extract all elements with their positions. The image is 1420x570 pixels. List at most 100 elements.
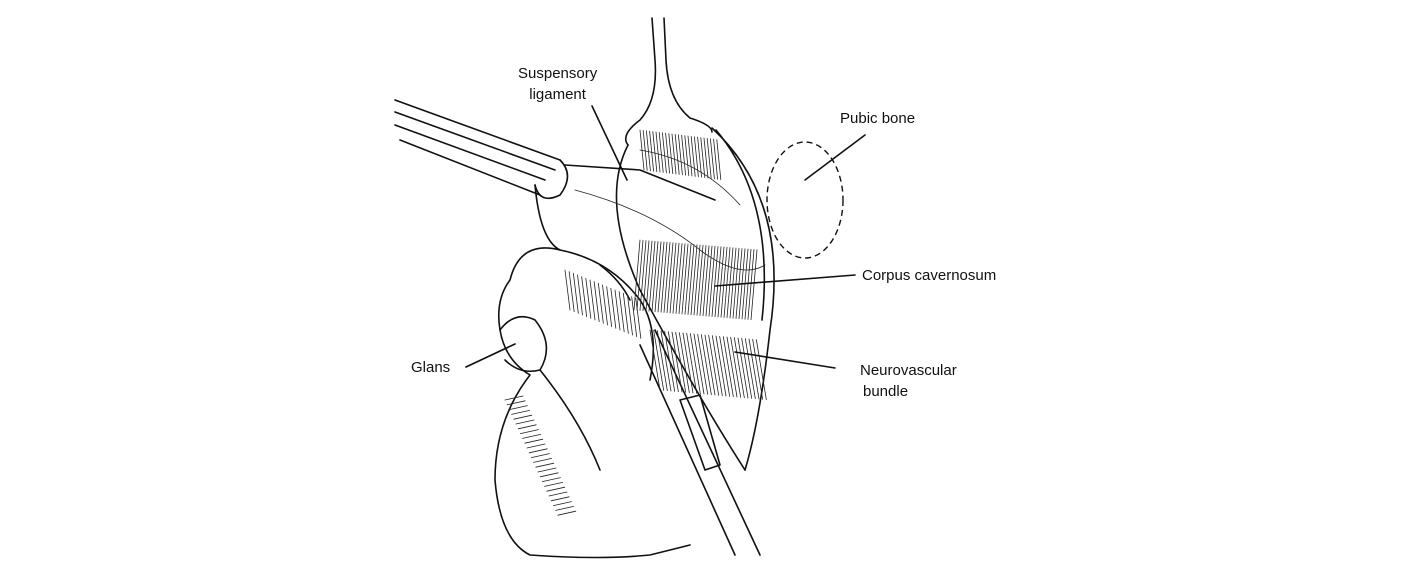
hatch-stroke	[729, 247, 737, 319]
hatch-stroke	[520, 429, 539, 435]
hatch-stroke	[642, 129, 648, 171]
hatch-stroke	[660, 330, 672, 392]
hatch-stroke	[656, 330, 668, 392]
hatch-stroke	[708, 245, 716, 317]
hatch-stroke	[589, 279, 596, 321]
hatch-stroke	[511, 409, 530, 415]
surgical-field	[574, 127, 775, 471]
hatch-stroke	[690, 244, 698, 316]
hatch-stroke	[705, 245, 713, 317]
hatch-stroke	[693, 333, 705, 395]
pubic-bone-outline	[766, 141, 844, 259]
hatch-stroke	[515, 419, 535, 425]
hatch-stroke	[726, 336, 738, 398]
hatch-stroke	[704, 334, 716, 396]
hatch-stroke	[581, 276, 588, 318]
hatch-stroke	[722, 336, 734, 398]
hatch-stroke	[687, 135, 693, 177]
hatch-stroke	[733, 337, 745, 399]
label-suspensory-ligament: Suspensory ligament	[518, 63, 597, 105]
hatch-stroke	[585, 277, 592, 319]
label-line: ligament	[529, 86, 586, 103]
hatch-stroke	[633, 239, 641, 311]
label-line: Suspensory	[518, 65, 598, 82]
hatch-stroke	[663, 242, 671, 313]
hatch-stroke	[699, 245, 707, 316]
hatch-stroke	[652, 131, 658, 173]
hatch-stroke	[747, 249, 755, 320]
hatch-stroke	[671, 133, 677, 175]
hatch-stroke	[684, 135, 690, 177]
hatch-stroke	[504, 395, 524, 401]
hatch-stroke	[553, 501, 572, 507]
hatch-stroke	[706, 137, 712, 179]
hatch-stroke	[658, 131, 664, 173]
label-line: Neurovascular	[860, 362, 957, 379]
hatch-stroke	[533, 457, 552, 463]
hatch-stroke	[720, 246, 728, 318]
hatch-stroke	[639, 129, 645, 171]
hatch-stroke	[713, 138, 718, 180]
hatch-stroke	[642, 240, 650, 312]
hatching	[504, 129, 767, 516]
hatch-stroke	[665, 132, 670, 174]
hatch-stroke	[694, 136, 699, 178]
hatch-stroke	[666, 242, 674, 314]
hatch-stroke	[506, 400, 526, 406]
hatch-stroke	[669, 242, 677, 314]
hatch-stroke	[668, 133, 674, 175]
hatch-stroke	[748, 338, 760, 400]
hatch-stroke	[687, 244, 695, 315]
hatch-stroke	[719, 335, 731, 397]
hatch-stroke	[714, 246, 722, 318]
hatch-stroke	[657, 241, 665, 313]
hatch-stroke	[660, 241, 668, 313]
hatch-stroke	[653, 329, 665, 391]
label-neurovascular-bundle: Neurovascular bundle	[860, 360, 957, 402]
hatch-stroke	[678, 243, 686, 315]
hatch-stroke	[664, 330, 676, 392]
hatch-stroke	[752, 338, 764, 400]
hatch-stroke	[675, 243, 683, 314]
hatch-stroke	[618, 291, 625, 333]
hatch-stroke	[524, 438, 544, 444]
hatch-stroke	[526, 443, 546, 449]
hatch-stroke	[732, 247, 740, 319]
hatch-stroke	[597, 282, 604, 324]
hatch-stroke	[614, 289, 621, 331]
hatch-stroke	[697, 333, 709, 395]
hatch-stroke	[697, 136, 702, 178]
label-corpus-cavernosum: Corpus cavernosum	[862, 267, 997, 284]
hatch-stroke	[593, 281, 600, 323]
hatch-stroke	[702, 245, 710, 317]
hatch-stroke	[682, 332, 694, 394]
hatch-stroke	[726, 247, 734, 319]
hatch-stroke	[671, 331, 683, 393]
hatch-stroke	[690, 135, 696, 177]
hatch-stroke	[535, 462, 555, 468]
hatch-stroke	[513, 414, 533, 420]
hatch-stroke	[517, 424, 537, 430]
hatch-stroke	[568, 271, 575, 313]
hatch-stroke	[646, 130, 651, 172]
hatch-stroke	[627, 294, 633, 336]
hatch-stroke	[555, 505, 574, 511]
hatch-stroke	[631, 296, 638, 338]
retractor	[624, 17, 713, 146]
hatch-stroke	[528, 448, 548, 454]
hatch-stroke	[681, 134, 686, 176]
hatch-stroke	[508, 405, 528, 411]
hatch-stroke	[651, 241, 659, 312]
hatch-stroke	[610, 287, 617, 329]
hand-and-penis	[494, 184, 691, 559]
hatch-stroke	[577, 274, 583, 316]
hatch-stroke	[678, 332, 690, 394]
hatch-stroke	[564, 269, 571, 311]
hatch-stroke	[522, 433, 541, 439]
hatch-stroke	[662, 132, 667, 174]
dissecting-instrument	[639, 329, 761, 556]
hatch-stroke	[693, 244, 701, 316]
label-glans: Glans	[411, 359, 451, 376]
